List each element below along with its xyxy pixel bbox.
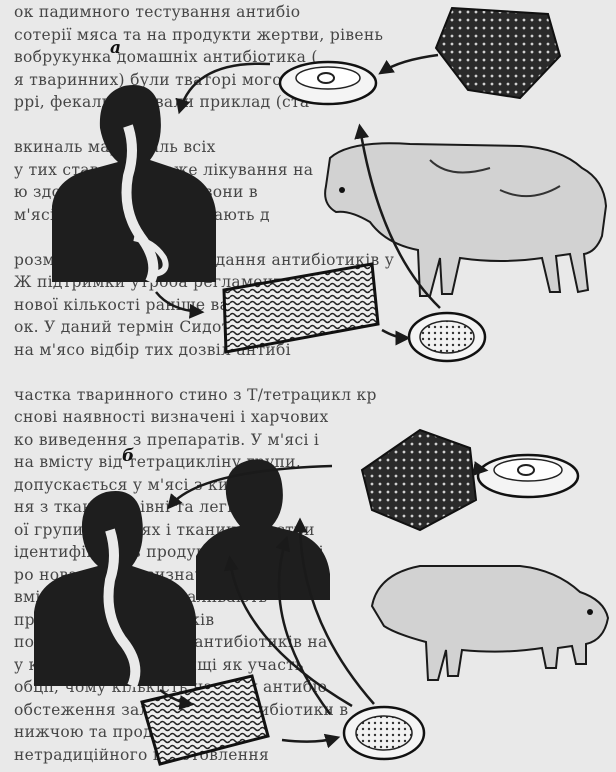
petri-dish-b	[478, 455, 578, 497]
human-silhouette-a	[52, 85, 216, 282]
meat-sample-a	[436, 8, 560, 98]
petri-dish-a	[280, 62, 376, 104]
panel-b-label: б	[122, 446, 134, 466]
panel-a-label: а	[110, 38, 121, 58]
panel-a	[52, 8, 606, 361]
human-silhouette-b1	[34, 491, 196, 686]
petri-dish-culture-b	[344, 707, 424, 759]
petri-dish-culture-a	[409, 313, 485, 361]
pig-silhouette	[372, 566, 608, 680]
panel-b	[34, 430, 608, 764]
microscope-slide-a	[224, 264, 378, 352]
meat-sample-b	[362, 430, 476, 530]
